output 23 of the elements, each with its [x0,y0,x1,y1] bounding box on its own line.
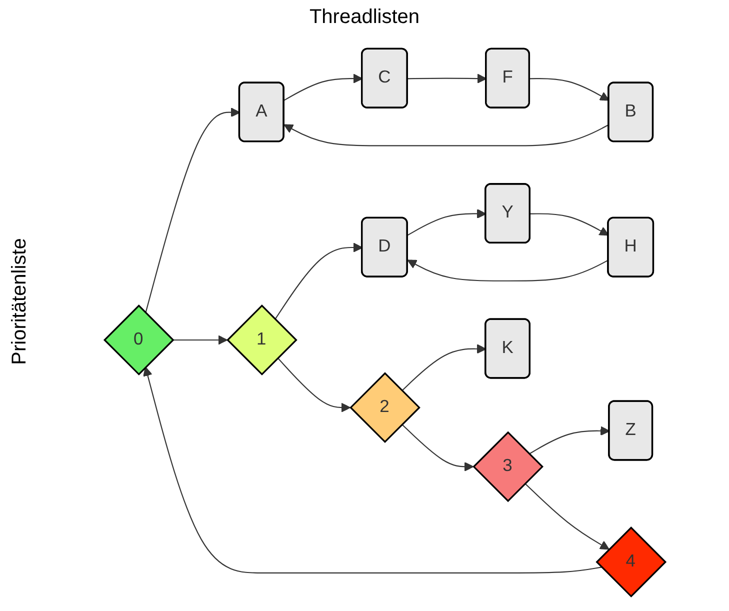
arrow [274,242,363,320]
node-diamond: 2 [350,372,420,444]
list-label: Threadlisten [308,6,421,29]
node-diamond: 4 [596,526,667,598]
arrow [145,108,240,314]
arrow [408,74,487,84]
node-diamond: 0 [103,304,174,376]
arrow [524,483,610,550]
arrow [284,124,610,146]
node-diamond: 3 [472,431,544,502]
node-diamond: 1 [226,304,298,376]
arrow [407,260,609,282]
list-label: Prioritätenliste [8,237,32,367]
arrow [277,358,351,412]
arrow [284,74,363,101]
arrow [530,78,610,101]
arrow [143,366,602,574]
arrow [407,208,486,236]
arrow [528,426,610,454]
arrow [402,424,474,472]
arrow [172,335,228,345]
arrow [402,344,486,392]
arrow [530,213,609,236]
